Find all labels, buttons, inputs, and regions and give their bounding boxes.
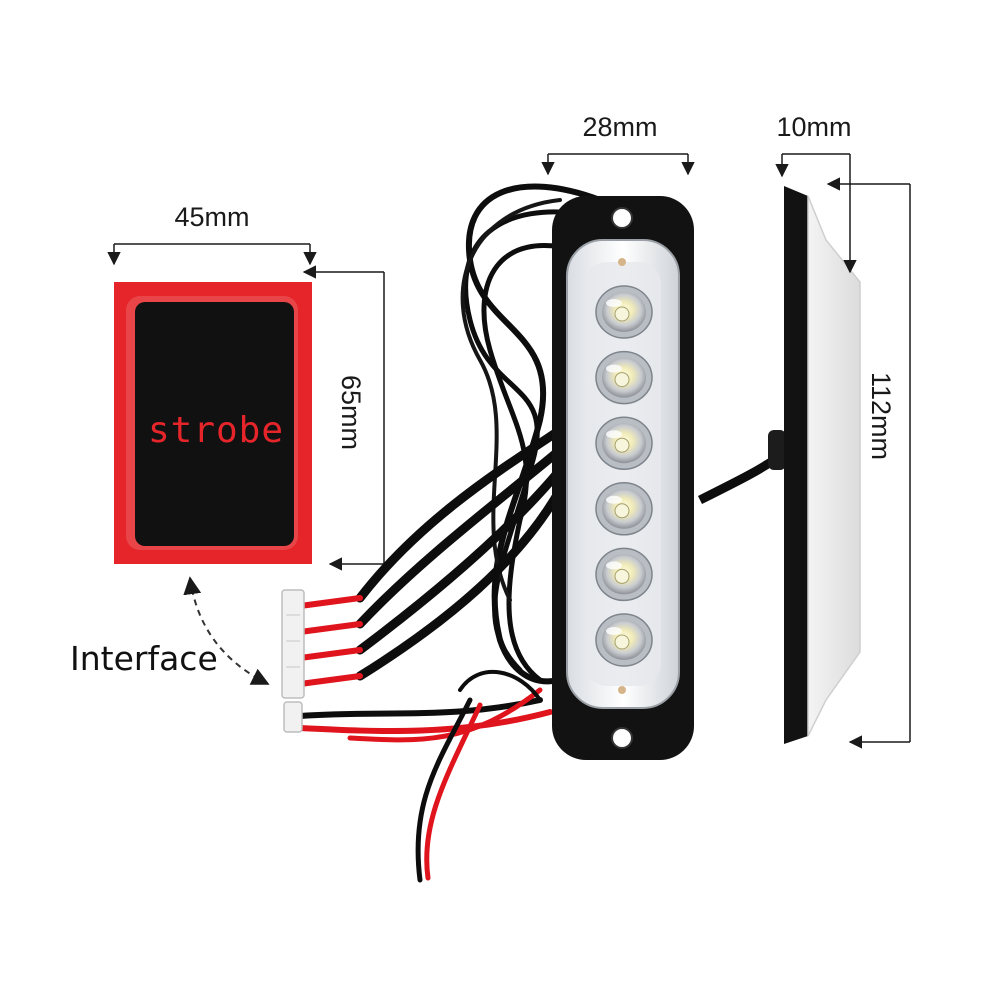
side-base — [784, 186, 808, 744]
module-inner-black — [135, 302, 294, 546]
led-array — [595, 285, 653, 667]
light-depth-dimension: 10mm — [775, 112, 857, 274]
led-emitter — [595, 350, 653, 405]
light-width-label: 28mm — [582, 112, 657, 142]
strobe-controller-module: strobe — [114, 282, 312, 564]
mount-hole-top — [611, 207, 633, 229]
module-height-dimension: 65mm — [302, 265, 385, 571]
module-height-label: 65mm — [336, 375, 366, 450]
light-bar-side-view — [697, 186, 861, 744]
light-height-dimension: 112mm — [826, 177, 911, 749]
mount-hole-bottom — [611, 727, 633, 749]
wire-connector — [281, 589, 305, 733]
interface-callout: Interface — [70, 576, 270, 685]
wire-bundle — [297, 183, 603, 883]
interface-label: Interface — [70, 639, 218, 678]
led-emitter — [595, 547, 653, 602]
light-height-label: 112mm — [866, 372, 896, 460]
light-bar-front-view — [552, 196, 694, 760]
module-label-strobe: strobe — [148, 410, 284, 451]
led-emitter — [595, 416, 653, 470]
module-width-dimension: 45mm — [107, 202, 317, 266]
led-emitter — [595, 613, 653, 667]
light-width-dimension: 28mm — [541, 112, 695, 176]
light-depth-label: 10mm — [776, 112, 851, 142]
led-emitter — [595, 285, 653, 339]
led-emitter — [595, 482, 653, 536]
side-lens — [807, 195, 861, 737]
module-width-label: 45mm — [174, 202, 249, 232]
